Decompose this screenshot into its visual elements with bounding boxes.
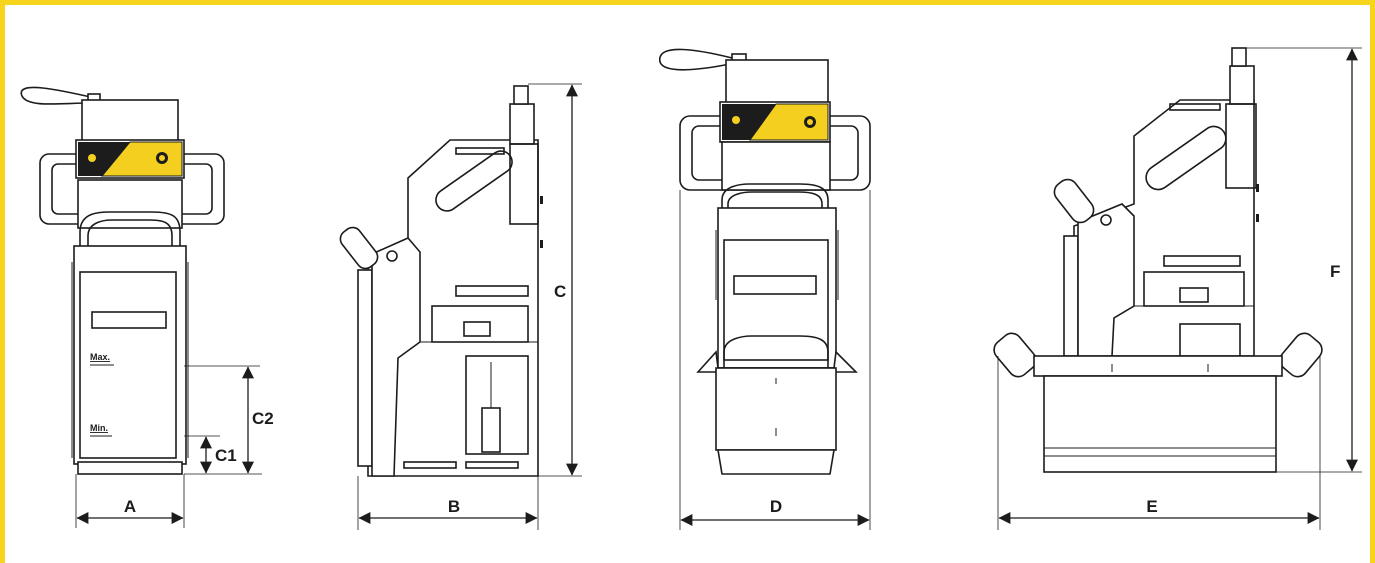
side-view — [339, 85, 543, 477]
dimension-b-label: B — [448, 497, 460, 516]
max-label: Max. — [90, 352, 110, 362]
dimension-c2-label: C2 — [252, 409, 274, 428]
dimension-c-label: C — [554, 282, 566, 301]
front-view: Max. Min. — [20, 86, 225, 475]
min-label: Min. — [90, 423, 108, 433]
dimension-e-label: E — [1146, 497, 1157, 516]
cable-loop — [20, 86, 96, 105]
label-panel — [100, 141, 183, 177]
tank-body — [73, 245, 187, 465]
dimension-f-label: F — [1330, 262, 1340, 281]
dimension-c1-label: C1 — [215, 446, 237, 465]
dimension-d-label: D — [770, 497, 782, 516]
dimension-labels: A C2 C1 B C D E F — [124, 262, 1341, 516]
dimension-lines — [75, 47, 1362, 530]
top-cover — [81, 99, 179, 143]
side-with-tray-view — [993, 47, 1323, 473]
front-with-tray-view — [659, 48, 871, 475]
dimension-a-label: A — [124, 497, 136, 516]
